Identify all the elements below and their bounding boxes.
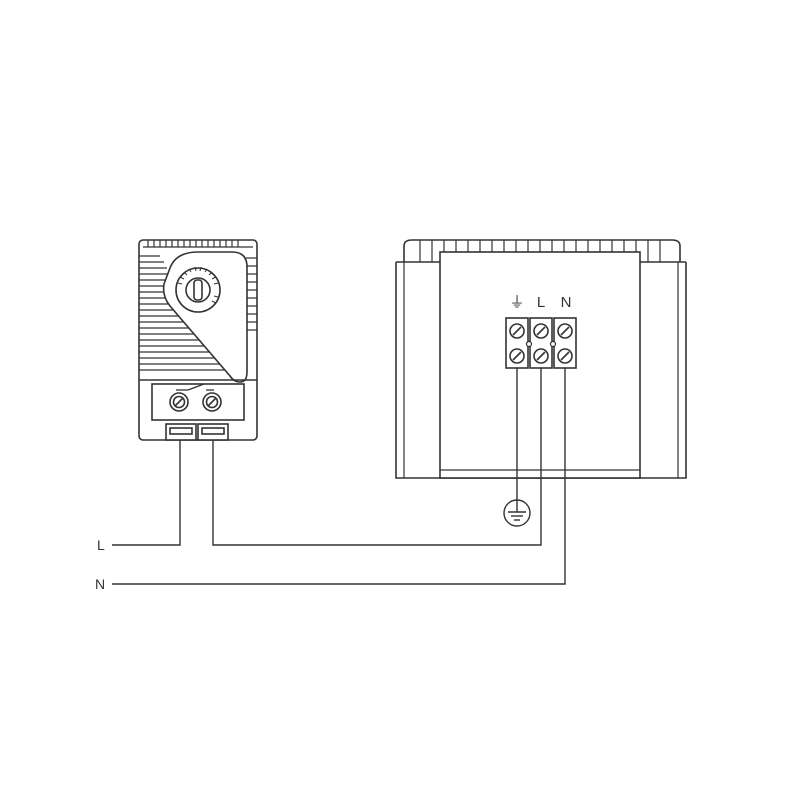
heater: ⏚ L N	[395, 239, 687, 479]
wire-neutral	[112, 368, 566, 585]
label-neutral-supply: N	[95, 576, 105, 592]
terminal-screw-neutral-bottom[interactable]	[557, 348, 573, 364]
wire-line-switched	[212, 368, 542, 546]
switch-contact-icon	[176, 383, 214, 391]
terminal-label-neutral: N	[561, 294, 572, 311]
wire-line-supply	[112, 440, 181, 546]
terminal-label-line: L	[537, 294, 545, 311]
thermostat	[138, 239, 258, 441]
thermostat-right-vents	[245, 257, 257, 331]
thermostat-wire-clamps	[165, 423, 229, 441]
thermostat-terminal-block	[151, 383, 245, 421]
heater-top-fins-outline	[403, 239, 681, 262]
terminal-screw-line-bottom[interactable]	[533, 348, 549, 364]
dial-scale-ticks	[177, 266, 219, 304]
heater-terminal-labels: ⏚ L N	[509, 294, 571, 311]
thermostat-screw-left[interactable]	[169, 392, 189, 412]
terminal-screw-earth-bottom[interactable]	[509, 348, 525, 364]
wiring	[112, 368, 566, 585]
rotary-dial-icon[interactable]	[175, 266, 221, 313]
terminal-label-earth: ⏚	[509, 294, 524, 311]
thermostat-screw-right[interactable]	[202, 392, 222, 412]
heater-terminal-block	[505, 317, 577, 369]
terminal-screw-neutral-top[interactable]	[557, 323, 573, 339]
terminal-screw-earth-top[interactable]	[509, 323, 525, 339]
terminal-screw-line-top[interactable]	[533, 323, 549, 339]
label-line-supply: L	[97, 537, 105, 553]
thermostat-top-vents	[143, 240, 253, 248]
earth-ground-icon	[503, 499, 531, 527]
